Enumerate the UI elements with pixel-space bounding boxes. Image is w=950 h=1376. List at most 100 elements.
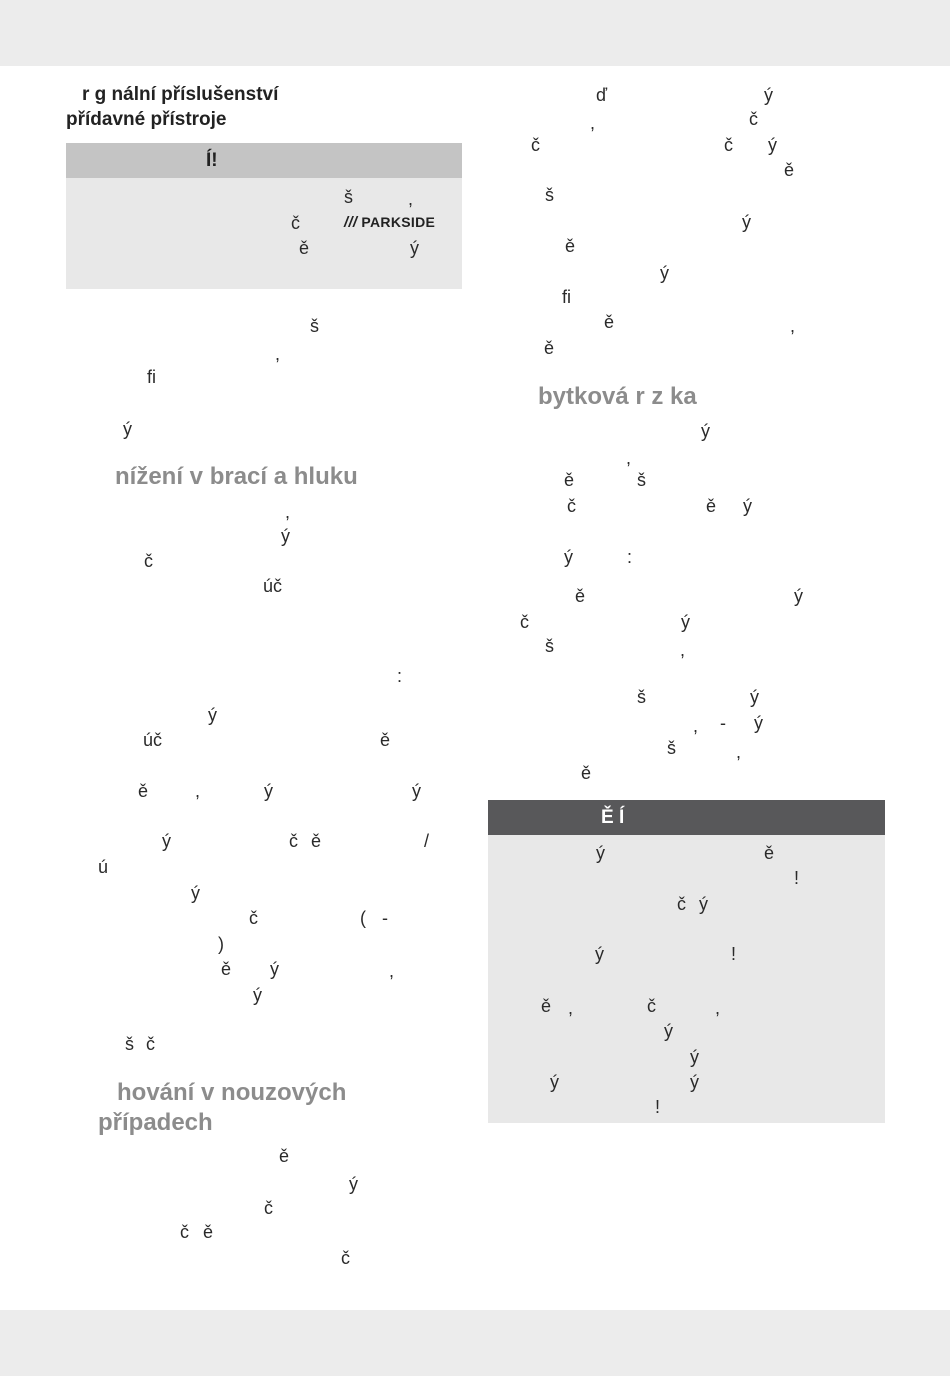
text-fragment: š [545,185,554,205]
text-fragment: ě [564,470,575,490]
text-fragment: š [310,316,319,336]
heading-emergency-line2: případech [98,1109,213,1136]
warning-box-header-text: Ě Í [601,807,625,828]
notice-text: , [408,189,414,209]
warning-text: ě [541,996,552,1016]
text-fragment: - [382,908,388,928]
text-fragment: š [637,687,646,707]
parkside-logo-text: PARKSIDE [361,214,436,230]
warning-text: č [647,996,656,1016]
text-fragment: č [289,831,298,851]
text-fragment: : [627,547,633,567]
text-fragment: , [693,716,699,736]
heading-residual-risk: bytková r z ka [538,383,697,410]
warning-text: , [568,998,574,1018]
text-fragment: , [590,113,596,133]
text-fragment: ý [270,959,279,979]
text-fragment: š [545,636,554,656]
text-fragment: š [125,1034,134,1054]
text-fragment: ý [264,781,273,801]
text-fragment: ý [701,421,710,441]
text-fragment: ý [743,496,752,516]
text-fragment: / [424,831,430,851]
text-fragment: ě [221,959,232,979]
text-fragment: ě [575,586,586,606]
text-fragment: : [397,666,403,686]
text-fragment: ý [281,526,290,546]
text-fragment: , [275,344,281,364]
warning-text: ! [655,1097,661,1117]
text-fragment: úč [263,576,283,596]
warning-text: ! [794,868,800,888]
text-fragment: ě [544,338,555,358]
text-fragment: č [567,496,576,516]
text-fragment: , [195,781,201,801]
text-fragment: , [285,502,291,522]
text-fragment: ě [311,831,322,851]
text-fragment: č [144,551,153,571]
text-fragment: ě [706,496,717,516]
text-fragment: č [341,1248,350,1268]
notice-text: ý [410,238,419,258]
text-fragment: ý [681,612,690,632]
notice-box-header-text: Í! [206,150,218,171]
text-fragment: ý [253,985,262,1005]
text-fragment: ý [764,85,773,105]
notice-box-header: Í! [66,143,462,178]
warning-text: č [677,894,686,914]
text-fragment: č [724,135,733,155]
text-fragment: ě [565,236,576,256]
text-fragment: ě [380,730,391,750]
warning-text: ! [731,944,737,964]
warning-text: ě [764,843,775,863]
text-fragment: ý [794,586,803,606]
notice-text: č [291,213,300,233]
text-fragment: č [531,135,540,155]
text-fragment: , [790,316,796,336]
warning-text: ý [699,894,708,914]
text-fragment: ď [596,85,608,105]
parkside-logo-mark: /// [344,214,358,231]
bottom-margin-band [0,1310,950,1376]
text-fragment: ý [123,419,132,439]
text-fragment: ě [138,781,149,801]
warning-text: ý [596,843,605,863]
warning-text: ý [690,1047,699,1067]
warning-text: , [715,998,721,1018]
text-fragment: č [264,1198,273,1218]
text-fragment: , [389,961,395,981]
warning-text: ý [690,1072,699,1092]
text-fragment: č [249,908,258,928]
text-fragment: ý [768,135,777,155]
warning-text: ý [664,1021,673,1041]
text-fragment: ě [581,763,592,783]
text-fragment: ý [754,713,763,733]
text-fragment: ý [191,883,200,903]
text-fragment: , [680,640,686,660]
text-fragment: fi [147,367,156,387]
text-fragment: ý [208,705,217,725]
text-fragment: ý [564,547,573,567]
text-fragment: š [637,470,646,490]
text-fragment: ý [349,1174,358,1194]
text-fragment: č [520,612,529,632]
parkside-logo: ///PARKSIDE [344,214,435,231]
text-fragment: ý [162,831,171,851]
section-heading-line1: r g nální příslušenství [82,84,279,105]
notice-box: Í! š , č ///PARKSIDE ě ý [66,143,462,289]
text-fragment: - [720,713,726,733]
text-fragment: , [626,448,632,468]
notice-text: š [344,187,353,207]
text-fragment: fi [562,287,571,307]
heading-vibration-noise: nížení v brací a hluku [115,463,358,490]
warning-box: Ě Í ý ě ! č ý ý ! ě , č , ý ý ý ý ! [488,800,885,1123]
text-fragment: , [736,742,742,762]
text-fragment: ě [279,1146,290,1166]
top-margin-band [0,0,950,66]
text-fragment: ) [218,934,224,954]
text-fragment: úč [143,730,163,750]
text-fragment: č [146,1034,155,1054]
text-fragment: ý [742,212,751,232]
notice-text: ě [299,238,310,258]
text-fragment: ( [360,908,366,928]
